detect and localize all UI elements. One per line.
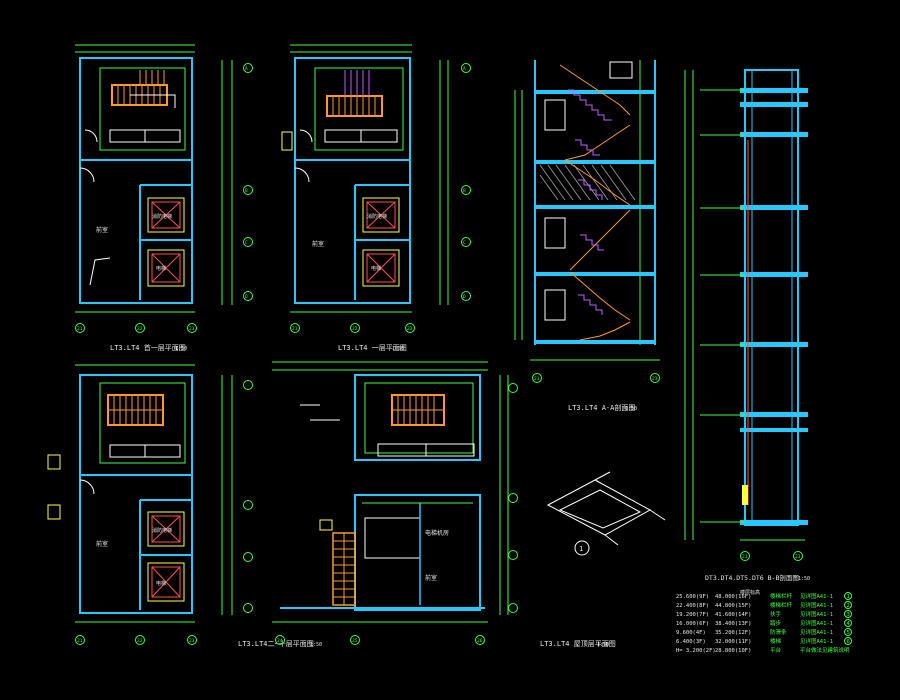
legend-tag: 5	[847, 630, 850, 636]
stair-detail-1	[546, 471, 666, 556]
legend-level-2: 35.200(12F)	[715, 630, 751, 636]
legend-label: 楼梯	[770, 637, 782, 645]
legend-label: 防滑条	[770, 628, 787, 636]
axis-label: 22	[352, 326, 358, 332]
legend-tag-bubble	[844, 637, 852, 645]
axis-label: A	[463, 66, 466, 72]
legend-level: 19.200(7F)	[676, 612, 709, 618]
legend-level-2: 38.400(13F)	[715, 621, 751, 627]
plan-roof-floor	[272, 361, 518, 645]
legend-level: 16.000(6F)	[676, 621, 709, 627]
legend-level: 25.600(9F)	[676, 594, 709, 600]
legend-tag-bubble	[844, 619, 852, 627]
plan4-room-label-2: 前室	[425, 574, 437, 582]
plan3-title: LT3.LT4二~十层平面图	[238, 639, 314, 648]
plan1-room-label: 前室	[96, 226, 108, 234]
axis-label: 21	[77, 638, 83, 644]
legend-level-2: 32.000(11F)	[715, 639, 751, 645]
axis-label: A	[245, 66, 248, 72]
plan2-title: LT3.LT4 一层平面图	[338, 344, 407, 352]
plan4-title: LT3.LT4 屋顶层平面图	[540, 640, 616, 648]
legend-ref: 见详图A41-1	[800, 601, 833, 609]
axis-label: 26	[477, 638, 483, 644]
axis-label: D	[245, 294, 248, 300]
legend-ref: 见详图A41-1	[800, 592, 833, 600]
plan-first-floor	[75, 44, 253, 333]
detail-number: 1	[579, 545, 583, 553]
axis-label: 21	[292, 326, 298, 332]
plan1-title: LT3.LT4 首一层平面图	[110, 343, 186, 352]
axis-label: 24	[277, 638, 283, 644]
section-aa-title: LT3.LT4 A-A剖面图	[568, 403, 635, 412]
plan2-room-label: 前室	[312, 240, 324, 248]
axis-label: C	[463, 240, 466, 246]
legend-level: 9.600(4F)	[676, 630, 706, 636]
axis-label: 23	[795, 554, 801, 560]
legend-ref: 见详图A41-1	[800, 610, 833, 618]
legend-tag: 6	[847, 639, 850, 645]
plan3-elevator2-label: 电梯	[156, 580, 166, 587]
legend-level: 6.400(3F)	[676, 639, 706, 645]
axis-label: 21	[534, 376, 540, 382]
plan1-scale: 1:50	[175, 346, 187, 352]
plan3-elevator-label: 消防电梯	[152, 527, 172, 534]
axis-label: 22	[137, 638, 143, 644]
section-aa-scale: 1:50	[625, 406, 637, 412]
plan2-elevator2-label: 电梯	[371, 265, 381, 272]
axis-label: 21	[742, 554, 748, 560]
legend-ref: 平台做法见建筑说明	[800, 646, 850, 654]
legend-tag-bubble	[844, 592, 852, 600]
legend-label: 楼梯栏杆	[770, 601, 793, 609]
axis-label: C	[245, 240, 248, 246]
legend-tag-bubble	[844, 601, 852, 609]
legend-level: H= 3.200(2F)	[676, 648, 716, 654]
section-bb-scale: 1:50	[798, 576, 810, 582]
legend-ref: 见详图A41-1	[800, 637, 833, 645]
legend-tag-bubble	[844, 628, 852, 636]
axis-label: 23	[189, 638, 195, 644]
legend-level: 22.400(8F)	[676, 603, 709, 609]
legend-tag: 1	[847, 594, 850, 600]
axis-label: 21	[77, 326, 83, 332]
legend-label: 平台	[770, 646, 782, 654]
legend-level-2: 41.600(14F)	[715, 612, 751, 618]
plan2-scale: 1:50	[392, 346, 404, 352]
axis-label: 23	[189, 326, 195, 332]
axis-label: 22	[137, 326, 143, 332]
legend-ref: 见详图A41-1	[800, 628, 833, 636]
axis-label: 23	[407, 326, 413, 332]
plan1-elevator2-label: 电梯	[156, 265, 166, 272]
plan4-scale: 1:50	[597, 642, 609, 648]
legend-ref: 见详图A41-1	[800, 619, 833, 627]
section-b-b	[684, 69, 808, 561]
legend-title: 楼层标高	[740, 589, 760, 596]
legend-level-2: 28.800(10F)	[715, 648, 751, 654]
legend-label: 楼梯栏杆	[770, 592, 793, 600]
plan-ground-floor	[281, 44, 471, 333]
axis-label: D	[463, 294, 466, 300]
legend-label: 踏步	[770, 619, 782, 627]
legend-tag-bubble	[844, 610, 852, 618]
plan-typical-floor	[47, 364, 253, 645]
legend-level-2: 48.000(16F)	[715, 594, 751, 600]
legend-label: 扶手	[770, 610, 782, 618]
plan3-room-label: 前室	[96, 540, 108, 548]
axis-label: B	[463, 188, 466, 194]
axis-label: 25	[352, 638, 358, 644]
plan2-elevator-label: 消防电梯	[367, 213, 387, 220]
legend-level-2: 44.800(15F)	[715, 603, 751, 609]
legend-tag: 3	[847, 612, 850, 618]
axis-label: 23	[652, 376, 658, 382]
axis-label: B	[245, 188, 248, 194]
section-a-a	[514, 60, 660, 383]
plan4-room-label: 电梯机房	[425, 529, 449, 537]
plan1-elevator-label: 消防电梯	[152, 213, 172, 220]
plan3-scale: 1:50	[310, 642, 322, 648]
legend-tag: 4	[847, 621, 851, 627]
section-bb-title: DT3.DT4.DT5.DT6 B-B剖面图	[705, 573, 799, 582]
legend-tag: 2	[847, 603, 850, 609]
